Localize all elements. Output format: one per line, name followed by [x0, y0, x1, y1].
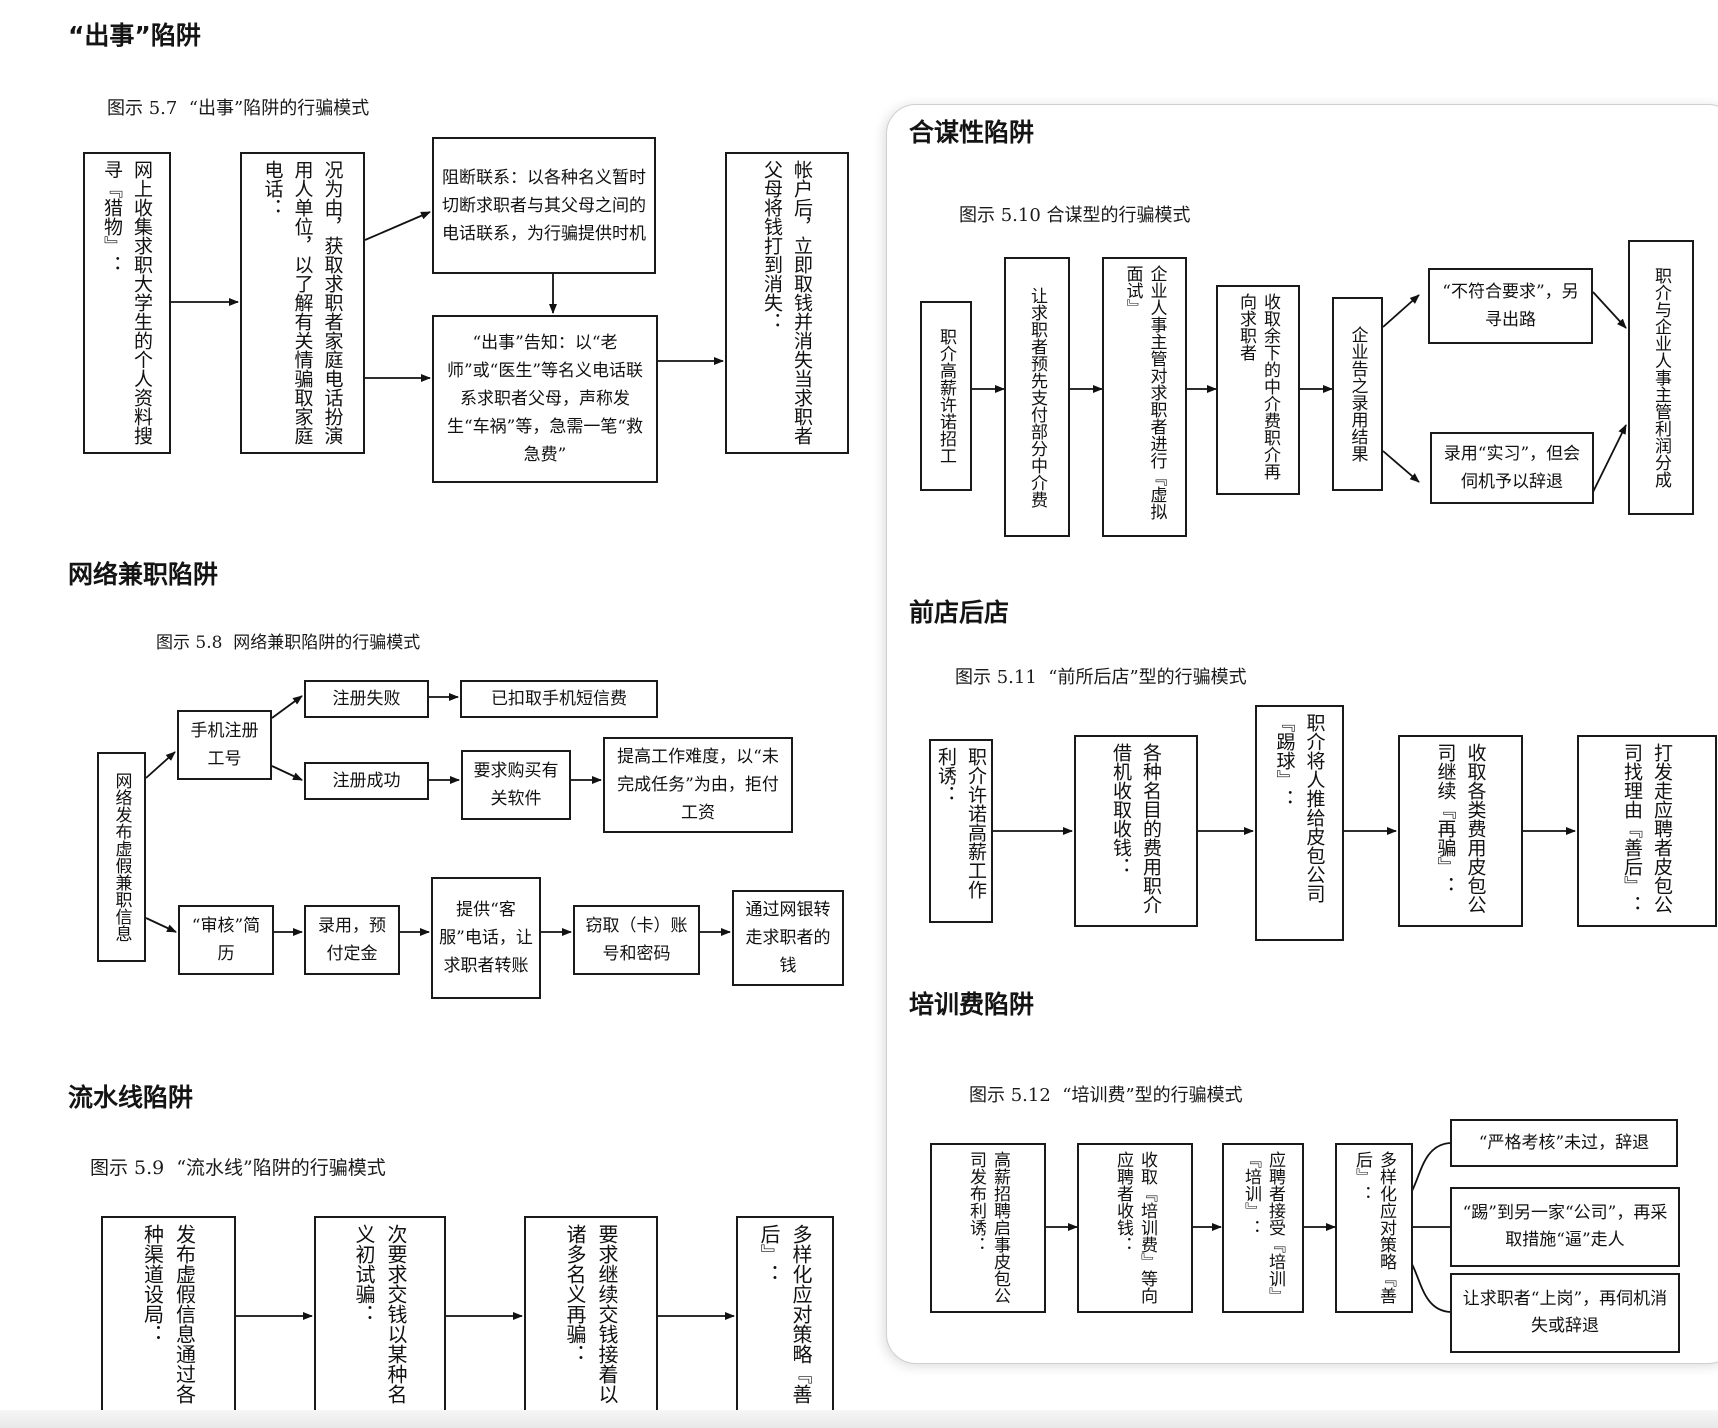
s4-box-internship: 录用“实习”，但会伺机予以辞退 — [1430, 432, 1594, 504]
s2-box-sms-fee: 已扣取手机短信费 — [460, 680, 658, 718]
s1-box-block-contact: 阻断联系：以各种名义暂时切断求职者与其父母之间的电话联系，为行骗提供时机 — [432, 137, 656, 274]
s2-box-buy-software: 要求购买有关软件 — [461, 750, 571, 820]
s6-box-lure: 高薪招聘启事皮包公司发布利诱： — [930, 1143, 1046, 1313]
s5-box-pass-ball: 职介将人推给皮包公司『踢球』： — [1255, 705, 1344, 941]
s2-box-transfer-money: 通过网银转走求职者的钱 — [732, 890, 844, 986]
s2-box-refuse-pay: 提高工作难度，以“未完成任务”为由，拒付工资 — [603, 737, 793, 833]
s5-box-lure: 职介许诺高薪工作利诱： — [929, 739, 993, 923]
s6-box-fail-exam: “严格考核”未过，辞退 — [1450, 1119, 1678, 1167]
s6-box-aftermath: 多样化应对策略『善后』： — [1335, 1143, 1413, 1313]
s4-box-fake-interview: 企业人事主管对求职者进行『虚拟面试』 — [1102, 257, 1187, 537]
s2-box-deposit: 录用，预付定金 — [304, 905, 400, 975]
caption-s6: 图示 5.12 “培训费”型的行骗模式 — [969, 1085, 1243, 1106]
s2-box-review-resume: “审核”简历 — [178, 905, 274, 975]
s4-box-collect-rest: 收取余下的中介费职介再向求职者 — [1216, 285, 1300, 495]
s3-box-first-scam: 次要求交钱以某种名义初试骗： — [314, 1216, 446, 1418]
heading-s6: 培训费陷阱 — [909, 990, 1035, 1019]
s1-box-collect-info: 网上收集求职大学生的个人资料搜寻『猎物』： — [83, 152, 171, 454]
s5-box-collect-money: 各种名目的费用职介借机收取收钱： — [1074, 735, 1198, 927]
s6-box-training: 应聘者接受『培训』『培训』： — [1222, 1143, 1304, 1313]
caption-s5: 图示 5.11 “前所后店”型的行骗模式 — [955, 667, 1247, 688]
s2-box-register-success: 注册成功 — [304, 762, 429, 800]
caption-s2: 图示 5.8 网络兼职陷阱的行骗模式 — [156, 633, 421, 653]
heading-s4: 合谋性陷阱 — [909, 118, 1035, 147]
caption-s4: 图示 5.10 合谋型的行骗模式 — [959, 205, 1191, 226]
caption-s3: 图示 5.9 “流水线”陷阱的行骗模式 — [90, 1157, 386, 1179]
left-arrows — [145, 211, 735, 1320]
s2-box-steal-account: 窃取（卡）账号和密码 — [573, 905, 700, 975]
s5-box-aftermath: 打发走应聘者皮包公司找理由『善后』： — [1577, 735, 1717, 927]
heading-s5: 前店后店 — [909, 598, 1010, 627]
s2-box-register-fail: 注册失败 — [304, 680, 429, 718]
s4-box-not-qualified: “不符合要求”，另寻出路 — [1428, 268, 1593, 344]
s2-box-service-phone: 提供“客服”电话，让求职者转账 — [431, 877, 541, 999]
s6-box-kick-to-other: “踢”到另一家“公司”，再采取措施“逼”走人 — [1450, 1187, 1680, 1267]
s1-box-get-phone: 况为由，获取求职者家庭电话扮演用人单位，以了解有关情骗取家庭电话： — [240, 152, 365, 454]
s6-box-collect-money: 收取『培训费』等向应聘者收钱： — [1077, 1143, 1193, 1313]
s6-box-on-duty: 让求职者“上岗”，再伺机消失或辞退 — [1450, 1273, 1680, 1353]
s5-box-rescam: 收取各类费用皮包公司继续『再骗』： — [1398, 735, 1523, 927]
s4-box-split-profit: 职介与企业人事主管利润分成 — [1628, 240, 1694, 515]
s1-box-accident-notice: “出事”告知：以“老师”或“医生”等名义电话联系求职者父母，声称发生“车祸”等，… — [432, 315, 658, 483]
overlay-card: 合谋性陷阱 图示 5.10 合谋型的行骗模式 职介高薪许诺招工 让求职者预先支付… — [886, 104, 1718, 1364]
s2-box-publish: 网络发布虚假兼职信息 — [97, 752, 146, 962]
left-page: “出事”陷阱 图示 5.7 “出事”陷阱的行骗模式 网上收集求职大学生的个人资料… — [68, 21, 849, 1418]
s3-box-second-scam: 要求继续交钱接着以诸多名义再骗： — [524, 1216, 658, 1418]
s3-box-setup: 发布虚假信息通过各种渠道设局： — [101, 1216, 236, 1418]
caption-s1: 图示 5.7 “出事”陷阱的行骗模式 — [107, 98, 370, 119]
s4-box-prepay-fee: 让求职者预先支付部分中介费 — [1004, 257, 1070, 537]
heading-s3: 流水线陷阱 — [68, 1083, 194, 1112]
bottom-bar — [0, 1410, 1718, 1428]
s3-box-aftermath: 多样化应对策略『善后』： — [736, 1216, 834, 1418]
s1-box-vanish: 帐户后，立即取钱并消失当求职者父母将钱打到消失： — [725, 152, 849, 454]
s2-box-phone-register: 手机注册工号 — [177, 710, 272, 780]
s4-box-high-salary: 职介高薪许诺招工 — [920, 301, 972, 491]
heading-s1: “出事”陷阱 — [68, 21, 201, 50]
card-arrows — [943, 291, 1627, 1313]
heading-s2: 网络兼职陷阱 — [68, 560, 219, 589]
s4-box-notify-result: 企业告之录用结果 — [1332, 297, 1383, 491]
